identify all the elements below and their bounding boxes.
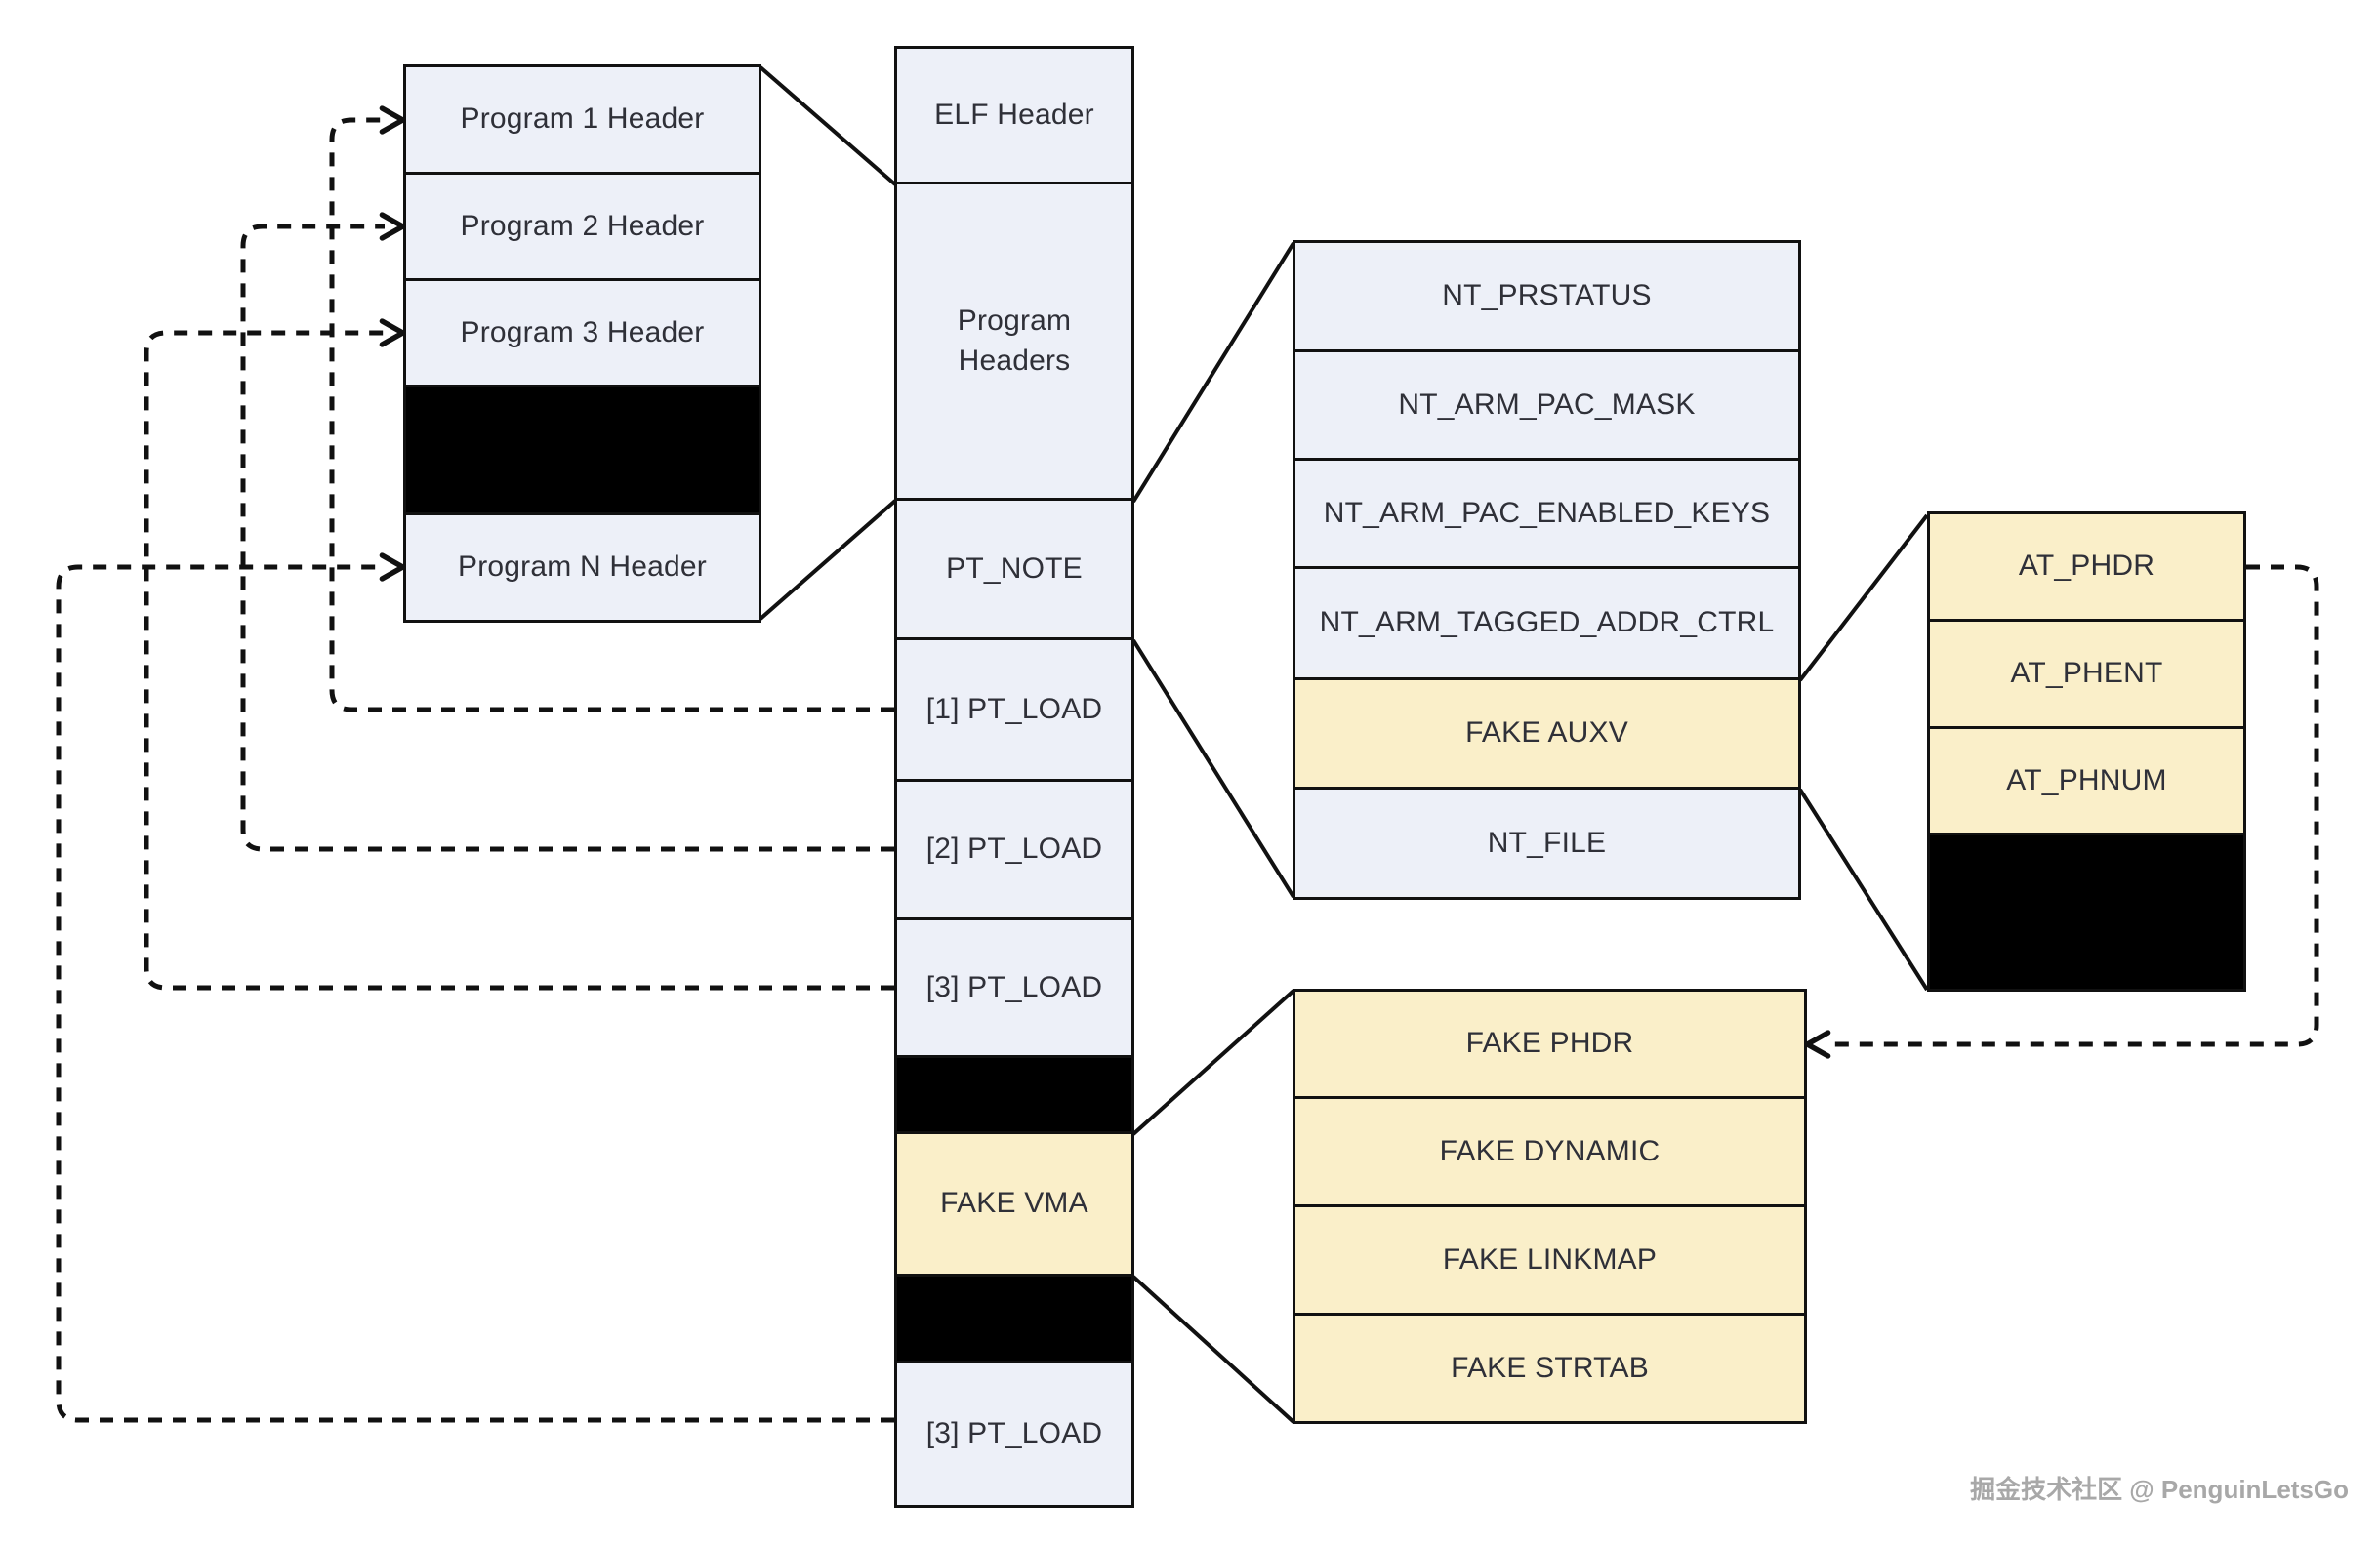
- program-n-header-label: Program N Header: [458, 550, 707, 584]
- program-headers-detail-box: Program 1 Header Program 2 Header Progra…: [403, 64, 761, 623]
- fake-auxv-detail-box: AT_PHDR AT_PHENT AT_PHNUM: [1927, 511, 2246, 992]
- pt-note-label: PT_NOTE: [946, 551, 1083, 585]
- row-program-headers-ellipsis: [406, 387, 759, 515]
- dashed-link-pt-load-3-to-program-3-header: [144, 318, 894, 991]
- row-nt-arm-tagged-addr-ctrl: NT_ARM_TAGGED_ADDR_CTRL: [1295, 569, 1798, 680]
- pt-load-3b-label: [3] PT_LOAD: [925, 1417, 1103, 1450]
- row-program-1-header: Program 1 Header: [406, 67, 759, 175]
- fake-strtab-label: FAKE STRTAB: [1451, 1351, 1649, 1384]
- at-phdr-label: AT_PHDR: [2018, 549, 2155, 583]
- program-headers-label: Program Headers: [957, 305, 1072, 377]
- row-core-ellipsis-1: [897, 1058, 1131, 1134]
- row-pt-load-3: [3] PT_LOAD: [897, 920, 1131, 1058]
- row-nt-prstatus: NT_PRSTATUS: [1295, 243, 1798, 352]
- expand-line-pt-note-bottom: [1131, 638, 1295, 899]
- fake-phdr-label: FAKE PHDR: [1465, 1027, 1634, 1060]
- row-fake-vma: FAKE VMA: [897, 1134, 1131, 1277]
- row-fake-phdr: FAKE PHDR: [1295, 992, 1804, 1099]
- nt-prstatus-label: NT_PRSTATUS: [1442, 279, 1652, 312]
- row-program-headers: Program Headers: [897, 184, 1131, 501]
- nt-arm-pac-enabled-keys-label: NT_ARM_PAC_ENABLED_KEYS: [1323, 496, 1771, 529]
- watermark: 掘金技术社区 @ PenguinLetsGo: [1970, 1475, 2349, 1504]
- fake-vma-label: FAKE VMA: [940, 1187, 1088, 1220]
- row-at-phnum: AT_PHNUM: [1930, 729, 2243, 835]
- core-file-layout-box: ELF Header Program Headers PT_NOTE [1] P…: [894, 46, 1134, 1508]
- row-program-3-header: Program 3 Header: [406, 281, 759, 387]
- row-pt-load-1: [1] PT_LOAD: [897, 640, 1131, 782]
- row-pt-load-2: [2] PT_LOAD: [897, 782, 1131, 920]
- at-phnum-label: AT_PHNUM: [2006, 763, 2167, 796]
- row-pt-note: PT_NOTE: [897, 501, 1131, 640]
- expand-line-pt-note-top: [1131, 241, 1295, 504]
- row-fake-linkmap: FAKE LINKMAP: [1295, 1207, 1804, 1316]
- expand-line-fake-vma-top: [1131, 989, 1295, 1136]
- row-elf-header: ELF Header: [897, 49, 1131, 184]
- expand-line-fake-vma-bottom: [1131, 1275, 1295, 1424]
- program-2-header-label: Program 2 Header: [460, 209, 705, 242]
- pt-load-2-label: [2] PT_LOAD: [925, 833, 1103, 866]
- row-core-ellipsis-2: [897, 1277, 1131, 1363]
- row-pt-load-3b: [3] PT_LOAD: [897, 1363, 1131, 1505]
- fake-linkmap-label: FAKE LINKMAP: [1442, 1242, 1658, 1276]
- row-fake-auxv: FAKE AUXV: [1295, 680, 1798, 790]
- nt-arm-tagged-addr-ctrl-label: NT_ARM_TAGGED_ADDR_CTRL: [1319, 606, 1775, 639]
- row-auxv-ellipsis: [1930, 835, 2243, 989]
- pt-load-1-label: [1] PT_LOAD: [925, 692, 1103, 725]
- row-fake-dynamic: FAKE DYNAMIC: [1295, 1099, 1804, 1207]
- expand-line-program-headers-bottom: [759, 499, 897, 621]
- dashed-link-pt-load-3b-to-program-n-header: [56, 552, 894, 1423]
- row-program-2-header: Program 2 Header: [406, 175, 759, 281]
- row-at-phdr: AT_PHDR: [1930, 514, 2243, 622]
- nt-file-label: NT_FILE: [1487, 826, 1607, 859]
- expand-line-program-headers-top: [759, 65, 897, 186]
- fake-dynamic-label: FAKE DYNAMIC: [1439, 1134, 1661, 1167]
- program-1-header-label: Program 1 Header: [460, 102, 705, 136]
- row-at-phent: AT_PHENT: [1930, 622, 2243, 729]
- nt-arm-pac-mask-label: NT_ARM_PAC_MASK: [1398, 387, 1696, 421]
- expand-line-fake-auxv-top: [1798, 513, 1929, 682]
- at-phent-label: AT_PHENT: [2010, 657, 2163, 690]
- program-3-header-label: Program 3 Header: [460, 315, 705, 348]
- row-nt-arm-pac-mask: NT_ARM_PAC_MASK: [1295, 352, 1798, 461]
- row-nt-file: NT_FILE: [1295, 790, 1798, 897]
- fake-auxv-label: FAKE AUXV: [1465, 716, 1628, 750]
- fake-vma-detail-box: FAKE PHDR FAKE DYNAMIC FAKE LINKMAP FAKE…: [1293, 989, 1807, 1424]
- dashed-link-at-phdr-to-fake-phdr: [1804, 564, 2319, 1059]
- row-program-n-header: Program N Header: [406, 515, 759, 620]
- dashed-link-pt-load-1-to-program-1-header: [329, 105, 894, 712]
- row-nt-arm-pac-enabled-keys: NT_ARM_PAC_ENABLED_KEYS: [1295, 461, 1798, 569]
- dashed-link-pt-load-2-to-program-2-header: [240, 212, 894, 852]
- expand-line-fake-auxv-bottom: [1798, 788, 1929, 992]
- pt-load-3-label: [3] PT_LOAD: [925, 970, 1103, 1003]
- elf-header-label: ELF Header: [934, 98, 1094, 131]
- pt-note-detail-box: NT_PRSTATUS NT_ARM_PAC_MASK NT_ARM_PAC_E…: [1293, 240, 1801, 900]
- row-fake-strtab: FAKE STRTAB: [1295, 1316, 1804, 1421]
